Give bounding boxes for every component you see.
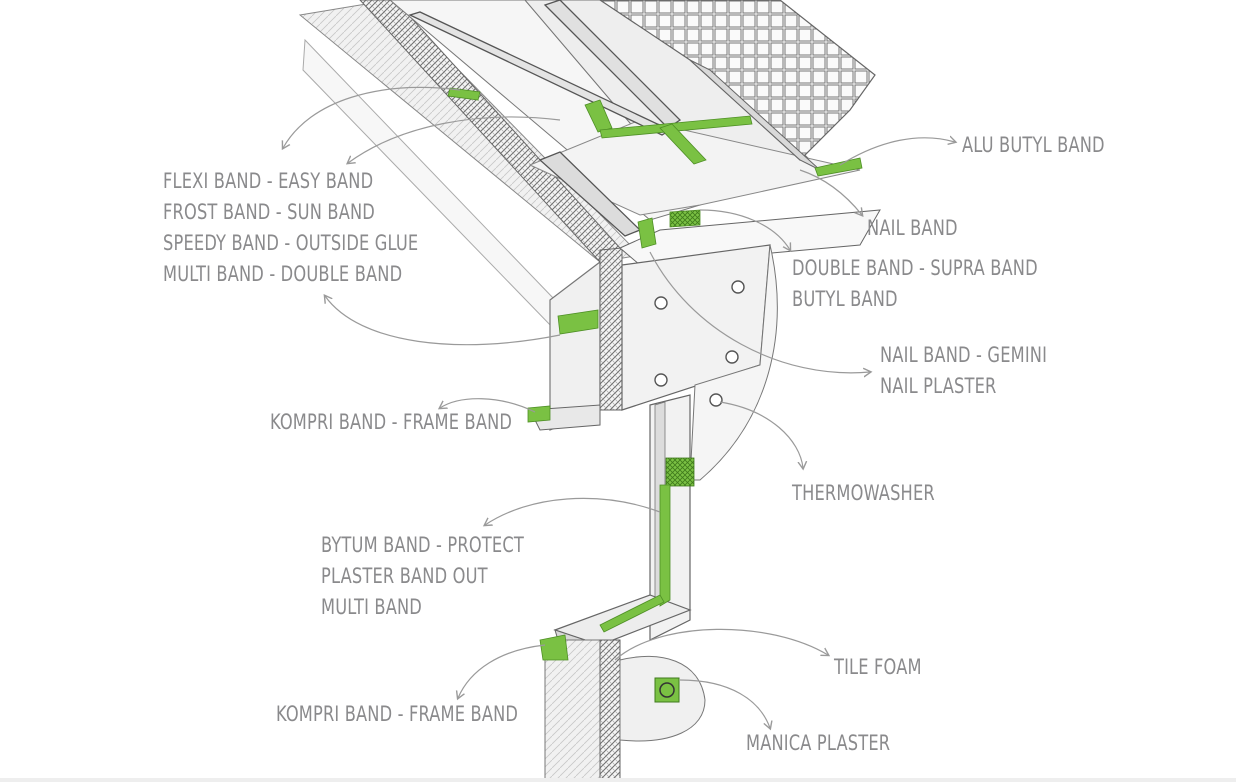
label-alu-butyl-band-text: ALU BUTYL BAND	[962, 133, 1105, 157]
leader-double-supra	[699, 209, 790, 250]
leader-nail-gemini	[649, 251, 870, 373]
label-kompri-band-bottom: KOMPRI BAND - FRAME BAND	[276, 699, 518, 730]
label-speedy-band: SPEEDY BAND - OUTSIDE GLUE	[163, 231, 419, 255]
leader-tile-foam	[614, 628, 828, 661]
leader-manica	[679, 679, 770, 728]
leader-bytum	[485, 497, 661, 525]
label-kompri-band-bottom-text: KOMPRI BAND - FRAME BAND	[276, 702, 519, 726]
label-nail-band: NAIL BAND	[867, 213, 958, 244]
label-thermowasher-text: THERMOWASHER	[792, 481, 935, 505]
label-manica-plaster: MANICA PLASTER	[746, 728, 890, 759]
label-tile-foam: TILE FOAM	[834, 652, 922, 683]
roof-structure	[298, 0, 881, 481]
label-bytum-band: BYTUM BAND - PROTECT	[321, 533, 524, 557]
screw-heads	[654, 280, 745, 407]
label-multi-band: MULTI BAND	[321, 595, 422, 619]
leader-kompri-top	[440, 398, 536, 413]
leader-nail-band	[799, 169, 862, 215]
leader-multi-double	[325, 296, 561, 346]
leader-flexi-1	[283, 86, 461, 148]
label-alu-butyl-band: ALU BUTYL BAND	[962, 130, 1105, 161]
leader-arrows	[283, 86, 955, 728]
leader-flexi-2	[348, 116, 561, 163]
label-plaster-band-out: PLASTER BAND OUT	[321, 564, 488, 588]
label-group-double-band: DOUBLE BAND - SUPRA BAND BUTYL BAND	[792, 253, 1038, 315]
label-group-bytum: BYTUM BAND - PROTECT PLASTER BAND OUT MU…	[321, 530, 524, 623]
label-manica-plaster-text: MANICA PLASTER	[746, 731, 891, 755]
label-group-flexi: FLEXI BAND - EASY BAND FROST BAND - SUN …	[163, 166, 418, 290]
label-multi-band-double: MULTI BAND - DOUBLE BAND	[163, 262, 403, 286]
wall-structure	[544, 394, 706, 781]
label-group-nail-gemini: NAIL BAND - GEMINI NAIL PLASTER	[880, 340, 1047, 402]
leader-thermowasher	[719, 401, 803, 468]
label-nail-band-text: NAIL BAND	[867, 216, 958, 240]
label-butyl-band: BUTYL BAND	[792, 287, 898, 311]
label-double-band-supra: DOUBLE BAND - SUPRA BAND	[792, 256, 1038, 280]
label-kompri-band-top: KOMPRI BAND - FRAME BAND	[270, 407, 512, 438]
label-tile-foam-text: TILE FOAM	[834, 655, 922, 679]
label-nail-plaster: NAIL PLASTER	[880, 374, 997, 398]
label-nail-band-gemini: NAIL BAND - GEMINI	[880, 343, 1048, 367]
green-tapes	[447, 87, 863, 661]
bottom-divider	[0, 778, 1236, 782]
leader-alu-butyl	[839, 138, 955, 166]
label-thermowasher: THERMOWASHER	[792, 478, 935, 509]
label-kompri-band-top-text: KOMPRI BAND - FRAME BAND	[270, 410, 513, 434]
label-flexi-band: FLEXI BAND - EASY BAND	[163, 169, 374, 193]
leader-kompri-bottom	[458, 644, 546, 698]
label-frost-band: FROST BAND - SUN BAND	[163, 200, 375, 224]
